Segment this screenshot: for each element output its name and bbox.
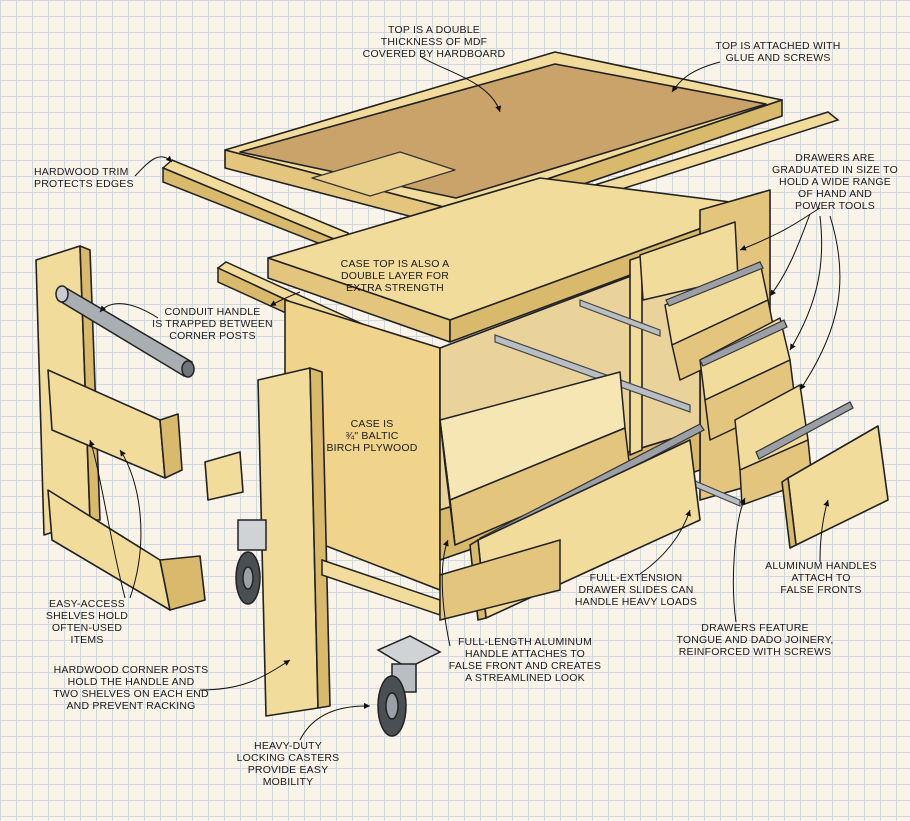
callout-casters: HEAVY-DUTY LOCKING CASTERS PROVIDE EASY … — [228, 740, 348, 788]
callout-case-top-line-2: DOUBLE LAYER FOR — [340, 270, 450, 282]
callout-easy-access-line-4: ITEMS — [70, 634, 104, 646]
callout-top-glue-line-1: TOP IS ATTACHED WITH — [715, 40, 841, 52]
callout-top-mdf-line-1: TOP IS A DOUBLE — [388, 24, 480, 36]
callout-conduit-handle: CONDUIT HANDLE IS TRAPPED BETWEEN CORNER… — [150, 306, 275, 342]
callout-full-extension-line-1: FULL-EXTENSION — [589, 572, 683, 584]
leader-lines — [89, 55, 841, 741]
false-front-right — [781, 425, 889, 549]
callout-full-length-handle-line-4: A STREAMLINED LOOK — [465, 672, 585, 684]
callout-casters-line-2: LOCKING CASTERS — [236, 752, 340, 764]
callout-aluminum-handles-line-3: FALSE FRONTS — [780, 584, 862, 596]
callout-top-glue-line-2: GLUE AND SCREWS — [725, 52, 831, 64]
callout-full-extension-line-3: HANDLE HEAVY LOADS — [574, 596, 698, 608]
callout-full-extension-line-2: DRAWER SLIDES CAN — [578, 584, 694, 596]
callout-casters-line-1: HEAVY-DUTY — [254, 740, 322, 752]
callout-easy-access-line-3: OFTEN-USED — [51, 622, 123, 634]
callout-casters-line-4: MOBILITY — [262, 776, 314, 788]
caster-front — [376, 635, 442, 737]
callout-corner-posts-line-4: AND PREVENT RACKING — [66, 700, 196, 712]
callout-top-mdf-line-3: COVERED BY HARDBOARD — [362, 48, 506, 60]
callout-drawers-feature-line-2: TONGUE AND DADO JOINERY, — [676, 634, 834, 646]
callout-drawers-graduated-line-5: POWER TOOLS — [795, 200, 875, 212]
callout-drawers-graduated-line-2: GRADUATED IN SIZE TO — [772, 164, 898, 176]
callout-aluminum-handles-line-1: ALUMINUM HANDLES — [765, 560, 877, 572]
conduit-handle — [55, 285, 195, 378]
callout-drawers-feature-line-1: DRAWERS FEATURE — [701, 622, 809, 634]
callout-easy-access-line-1: EASY-ACCESS — [49, 598, 125, 610]
lower-drawer-open — [439, 371, 631, 546]
callout-full-length-handle-line-2: HANDLE ATTACHES TO — [464, 648, 586, 660]
callout-drawers-feature-line-3: REINFORCED WITH SCREWS — [678, 646, 832, 658]
callout-corner-posts-line-3: TWO SHELVES ON EACH END — [53, 688, 209, 700]
callout-conduit-handle-line-1: CONDUIT HANDLE — [164, 306, 261, 318]
callout-hardwood-trim: HARDWOOD TRIM PROTECTS EDGES — [34, 166, 164, 190]
callout-corner-posts: HARDWOOD CORNER POSTS HOLD THE HANDLE AN… — [46, 664, 216, 712]
callout-case-top-line-3: EXTRA STRENGTH — [346, 282, 444, 294]
callout-full-length-handle-line-3: FALSE FRONT AND CREATES — [448, 660, 602, 672]
callout-drawers-graduated-line-3: HOLD A WIDE RANGE — [779, 176, 891, 188]
callout-easy-access-line-2: SHELVES HOLD — [45, 610, 129, 622]
callout-casters-line-3: PROVIDE EASY — [247, 764, 329, 776]
callout-easy-access: EASY-ACCESS SHELVES HOLD OFTEN-USED ITEM… — [42, 598, 132, 646]
callout-full-extension: FULL-EXTENSION DRAWER SLIDES CAN HANDLE … — [566, 572, 706, 608]
callout-hardwood-trim-line-2: PROTECTS EDGES — [34, 178, 134, 190]
callout-conduit-handle-line-3: CORNER POSTS — [169, 330, 256, 342]
callout-full-length-handle: FULL-LENGTH ALUMINUM HANDLE ATTACHES TO … — [440, 636, 610, 684]
drawer-slides — [494, 299, 741, 507]
left-end-assembly — [35, 245, 244, 611]
callout-full-length-handle-line-1: FULL-LENGTH ALUMINUM — [457, 636, 593, 648]
front-corner-post — [257, 367, 331, 717]
callout-case-is-line-3: BIRCH PLYWOOD — [326, 442, 418, 454]
callout-case-is-line-1: CASE IS — [350, 418, 394, 430]
callout-case-top: CASE TOP IS ALSO A DOUBLE LAYER FOR EXTR… — [335, 258, 455, 294]
callout-case-is-line-2: ¾" BALTIC — [345, 430, 399, 442]
callout-corner-posts-line-1: HARDWOOD CORNER POSTS — [53, 664, 209, 676]
callout-drawers-graduated: DRAWERS ARE GRADUATED IN SIZE TO HOLD A … — [770, 152, 900, 212]
callout-hardwood-trim-line-1: HARDWOOD TRIM — [34, 166, 129, 178]
callout-top-glue: TOP IS ATTACHED WITH GLUE AND SCREWS — [698, 40, 858, 64]
callout-top-mdf-line-2: THICKNESS OF MDF — [380, 36, 488, 48]
callout-corner-posts-line-2: HOLD THE HANDLE AND — [67, 676, 195, 688]
callout-conduit-handle-line-2: IS TRAPPED BETWEEN — [152, 318, 273, 330]
callout-drawers-graduated-line-4: OF HAND AND — [798, 188, 872, 200]
callout-case-is: CASE IS ¾" BALTIC BIRCH PLYWOOD — [322, 418, 422, 454]
callout-drawers-graduated-line-1: DRAWERS ARE — [795, 152, 875, 164]
caster-rear-left — [235, 519, 267, 605]
callout-case-top-line-1: CASE TOP IS ALSO A — [340, 258, 450, 270]
callout-aluminum-handles: ALUMINUM HANDLES ATTACH TO FALSE FRONTS — [756, 560, 886, 596]
callout-top-mdf: TOP IS A DOUBLE THICKNESS OF MDF COVERED… — [354, 24, 514, 60]
callout-aluminum-handles-line-2: ATTACH TO — [791, 572, 851, 584]
top-panel — [224, 51, 783, 229]
callout-drawers-feature: DRAWERS FEATURE TONGUE AND DADO JOINERY,… — [660, 622, 850, 658]
case-bottom-rail — [321, 539, 561, 621]
